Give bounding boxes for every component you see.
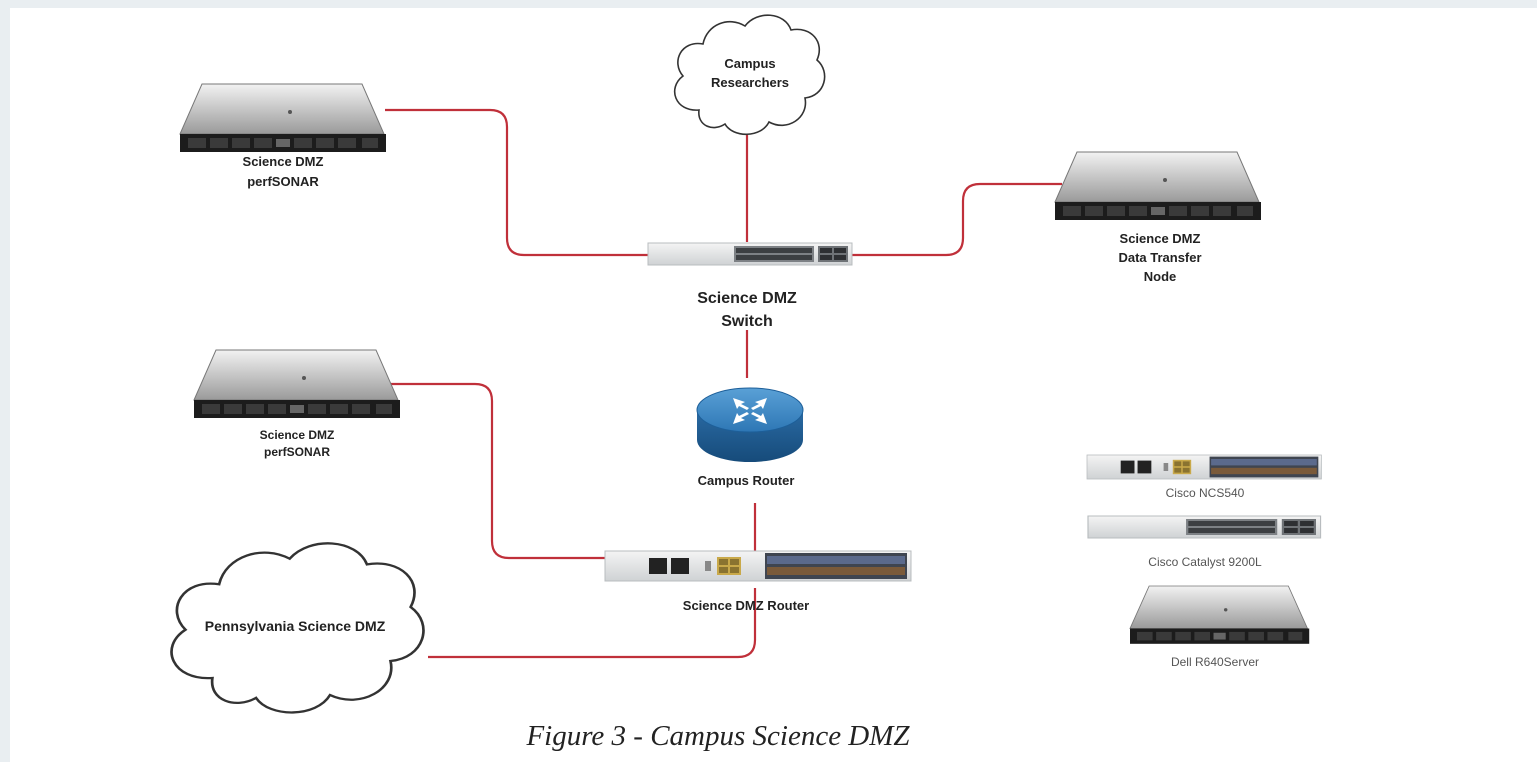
perfsonar-bottom-label-2: perfSONAR [264, 445, 330, 459]
dtn-server [1054, 151, 1262, 221]
legend: Cisco NCS540 Cisco Catalyst 9200L Dell R… [1086, 454, 1322, 669]
switch-label-2: Switch [721, 313, 773, 330]
dmz-router-label: Science DMZ Router [683, 598, 809, 613]
perfsonar-bottom-label-1: Science DMZ [260, 428, 335, 442]
researchers-label-1: Campus [724, 56, 775, 71]
link-perfsonar-bottom-to-dmz-router [383, 382, 606, 560]
network-diagram: Science DMZ perfSONAR Campus Researchers… [170, 14, 1322, 752]
link-switch-to-dtn [850, 182, 1062, 257]
link-perfsonar-top-to-switch [385, 108, 650, 257]
legend-dell-label: Dell R640Server [1171, 655, 1259, 669]
legend-ncs540-label: Cisco NCS540 [1166, 486, 1245, 500]
diagram-panel: Science DMZ perfSONAR Campus Researchers… [10, 8, 1537, 762]
link-pa-cloud-to-dmz-router [428, 588, 757, 659]
router-arrows-icon [733, 398, 767, 424]
campus-router-label: Campus Router [698, 473, 795, 488]
dtn-label-3: Node [1144, 269, 1177, 284]
pa-cloud-label: Pennsylvania Science DMZ [205, 618, 386, 634]
campus-router [696, 387, 804, 462]
dtn-label-2: Data Transfer [1118, 250, 1201, 265]
switch-label-1: Science DMZ [697, 290, 797, 307]
perfsonar-server-bottom [193, 349, 401, 419]
figure-caption: Figure 3 - Campus Science DMZ [525, 720, 910, 752]
legend-catalyst-label: Cisco Catalyst 9200L [1148, 555, 1262, 569]
dtn-label-1: Science DMZ [1120, 231, 1201, 246]
legend-dell-device [1129, 585, 1310, 645]
perfsonar-top-label-1: Science DMZ [243, 154, 324, 169]
perfsonar-top-label-2: perfSONAR [247, 174, 319, 189]
science-dmz-switch [647, 242, 853, 266]
science-dmz-router [604, 550, 912, 582]
legend-catalyst-device [1087, 515, 1322, 539]
perfsonar-server-top [179, 83, 387, 153]
researchers-label-2: Researchers [711, 75, 789, 90]
legend-ncs540-device [1086, 454, 1322, 480]
